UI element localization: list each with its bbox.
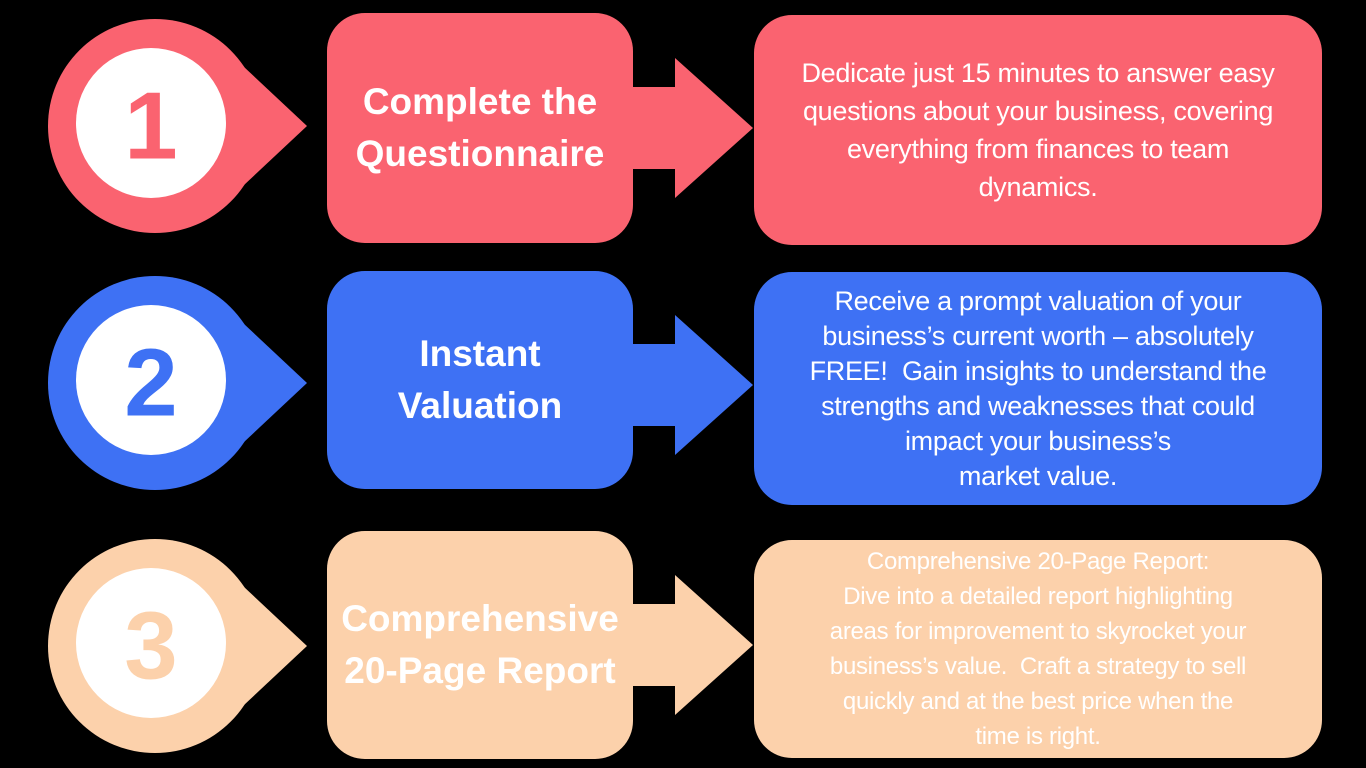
step-2-number: 2 [124, 330, 177, 437]
step-3-number: 3 [124, 593, 177, 700]
step-2-description: Receive a prompt valuation of your busin… [809, 285, 1267, 491]
step-1-marker-icon: 1 [48, 19, 307, 233]
step-3-title: Comprehensive 20-Page Report [341, 598, 619, 691]
step-2-marker-icon: 2 [48, 276, 307, 490]
step-1-title-card: Complete the Questionnaire [327, 13, 633, 243]
step-2-number-circle [76, 305, 226, 455]
step-3-number-circle [76, 568, 226, 718]
step-3-title-card: Comprehensive 20-Page Report [327, 531, 633, 759]
step-1-description: Dedicate just 15 minutes to answer easy … [801, 58, 1275, 202]
arrow-right-icon [628, 575, 753, 715]
step-1-description-card: Dedicate just 15 minutes to answer easy … [754, 15, 1322, 245]
step-1-number-circle [76, 48, 226, 198]
step-2-title: Instant Valuation [397, 333, 563, 426]
step-3-description: Comprehensive 20-Page Report: Dive into … [829, 548, 1247, 750]
step-3-description-card: Comprehensive 20-Page Report: Dive into … [754, 540, 1322, 758]
step-3-marker-icon: 3 [48, 539, 307, 753]
arrow-right-icon [628, 58, 753, 198]
step-2-title-card: Instant Valuation [327, 271, 633, 489]
step-1-number: 1 [124, 73, 177, 180]
arrow-right-icon [628, 315, 753, 455]
step-2-description-card: Receive a prompt valuation of your busin… [754, 272, 1322, 505]
step-1-title: Complete the Questionnaire [355, 81, 605, 174]
